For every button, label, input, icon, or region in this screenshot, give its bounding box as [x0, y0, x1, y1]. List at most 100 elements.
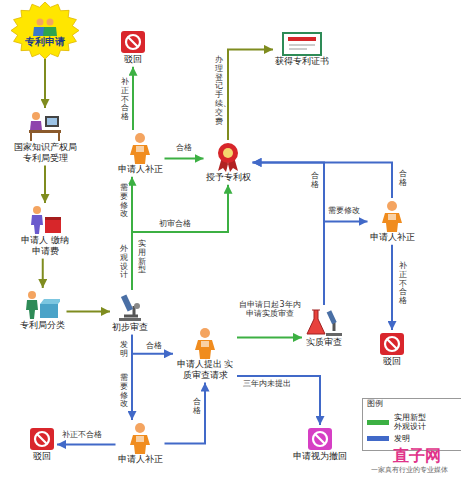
- icon-part: [387, 201, 397, 211]
- icon-part: [195, 340, 215, 359]
- node-caption: 专利局分类: [20, 320, 65, 331]
- reject-node: 驳回: [118, 28, 148, 67]
- icon-part: [32, 112, 40, 120]
- reject-node: 驳回: [377, 330, 407, 369]
- icon-part: [388, 214, 396, 220]
- flow-arrow: [324, 221, 368, 305]
- flow-arrow: [165, 157, 204, 159]
- flow-arrow: [391, 245, 393, 330]
- branch-label: 发明: [119, 341, 129, 359]
- flow-arrow: [165, 383, 206, 444]
- node-caption: 实质审查: [306, 337, 342, 348]
- flow-arrow: [253, 162, 325, 305]
- applicant-node: 申请人补正: [116, 420, 165, 467]
- node-caption: 驳回: [33, 451, 51, 462]
- icon-part: [26, 300, 38, 319]
- icon-part: [387, 339, 397, 349]
- icon-part: [40, 299, 60, 304]
- node-caption: 初步审查: [112, 322, 148, 333]
- reject-node: 驳回: [27, 425, 57, 464]
- icon-part: [29, 130, 61, 133]
- icon-part: [33, 206, 41, 214]
- icon-part: [288, 37, 316, 41]
- icon-part: [28, 291, 36, 299]
- flow-arrow: [131, 335, 133, 420]
- node-caption: 申请人 缴纳申请费: [21, 235, 69, 257]
- node-caption: 申请人提出 实质审查请求: [175, 359, 235, 381]
- starburst-outline: [11, 2, 79, 59]
- node-caption: 申请人补正: [118, 454, 163, 465]
- icon-part: [385, 337, 399, 351]
- edge-label: 合格: [175, 144, 193, 153]
- icon-part: [128, 37, 138, 47]
- icon-part: [308, 428, 332, 450]
- edge-label: 合格: [398, 170, 408, 188]
- exam-node: 初步审查: [110, 290, 150, 335]
- icon-part: [326, 333, 342, 336]
- micro-icon: [115, 292, 145, 322]
- exam-node: 实质审查: [302, 305, 346, 350]
- node-caption: 获得专利证书: [275, 56, 329, 67]
- icon-part: [134, 303, 140, 309]
- icon-part: [45, 219, 61, 233]
- icon-part: [45, 217, 61, 220]
- step-node: 国家知识产权局 专利局受理: [10, 108, 80, 166]
- flow-arrow: [57, 443, 116, 445]
- icon-part: [218, 143, 238, 163]
- flow-arrow: [253, 162, 393, 198]
- node-caption: 授予专利权: [206, 172, 251, 183]
- edge-label: 补正不合格: [120, 78, 130, 122]
- pay-icon: [27, 205, 63, 235]
- person-icon: [125, 132, 155, 164]
- edge-label: 补正不合格: [61, 431, 103, 440]
- desk-icon: [27, 110, 63, 142]
- flow-arrow: [132, 185, 228, 290]
- icon-part: [31, 215, 43, 234]
- icon-part: [126, 35, 140, 49]
- flow-arrow: [237, 376, 320, 425]
- icon-part: [121, 294, 133, 311]
- icon-part: [136, 146, 144, 152]
- edge-label: 需要修改: [327, 207, 361, 216]
- applicant-node: 申请人提出 实质审查请求: [173, 325, 237, 383]
- edge-label: 办理登记手续、交费: [214, 56, 224, 126]
- icon-part: [327, 310, 337, 324]
- reject-icon: [120, 30, 146, 54]
- icon-part: [307, 310, 325, 334]
- people-icon: [31, 18, 59, 36]
- start-burst: 专利申请: [11, 2, 79, 59]
- node-caption: 申请人补正: [370, 232, 415, 243]
- applicant-node: 申请人补正: [368, 198, 417, 245]
- edge-label: 需要修改: [119, 374, 129, 409]
- icon-part: [382, 213, 402, 232]
- legend-row: 发明: [367, 434, 459, 443]
- step-node: 申请人 缴纳申请费: [19, 203, 71, 259]
- flow-arrow: [132, 67, 134, 130]
- flow-arrow: [44, 59, 46, 108]
- flow-arrow: [44, 166, 46, 203]
- icon-part: [135, 423, 145, 433]
- icon-part: [43, 27, 57, 36]
- edge-label: 合格: [192, 398, 202, 416]
- icon-part: [31, 133, 59, 141]
- step-node: 专利局分类: [18, 288, 67, 333]
- node-caption: 申请人补正: [118, 164, 163, 175]
- icon-part: [40, 304, 58, 318]
- icon-part: [223, 148, 233, 158]
- legend-swatch: [367, 436, 389, 441]
- icon-part: [121, 31, 145, 53]
- icon-part: [283, 33, 321, 55]
- icon-part: [37, 434, 47, 444]
- icon-part: [35, 432, 49, 446]
- icon-part: [313, 432, 327, 446]
- icon-part: [47, 118, 57, 125]
- icon-part: [315, 434, 325, 444]
- icon-part: [30, 428, 54, 450]
- person-icon: [125, 422, 155, 454]
- grant-node: 授予专利权: [204, 140, 253, 185]
- legend-row: 实用新型 外观设计: [367, 413, 459, 431]
- icon-part: [380, 333, 404, 355]
- flow-arrow: [132, 335, 173, 354]
- withdraw-icon: [307, 427, 333, 451]
